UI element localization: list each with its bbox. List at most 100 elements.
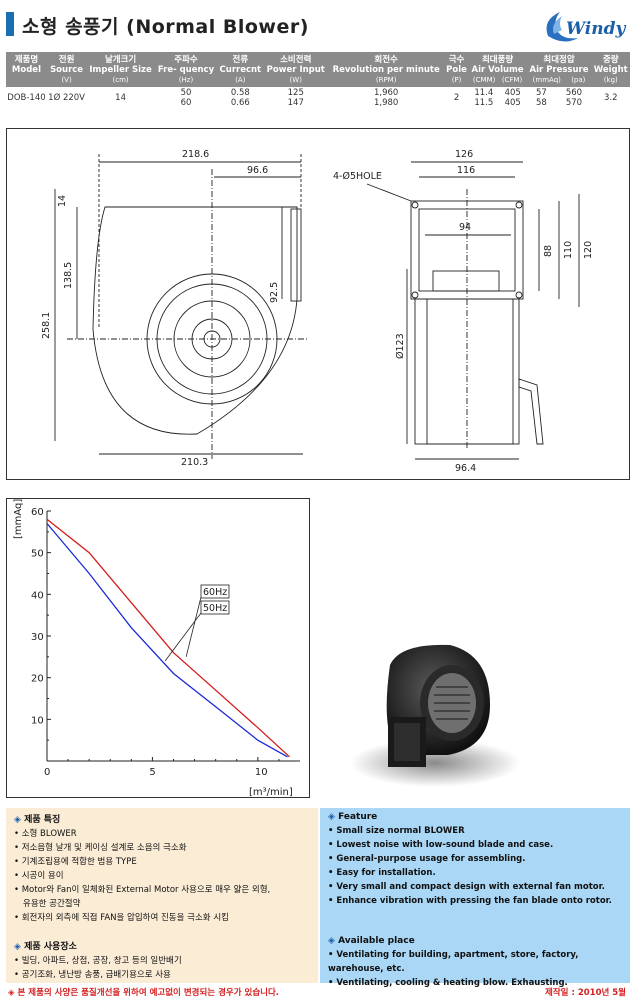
series-label-box [200,584,230,599]
current-50: 0.58 [230,88,250,98]
unit-cmm: (CMM) [472,76,496,84]
x-tick-label: 5 [149,767,155,778]
y-axis-label: [mmAq] [13,499,24,539]
volute-outline [92,206,298,435]
dim-outlet: 92.5 [269,282,280,303]
diamond-icon: ◈ [328,936,335,946]
cell-model: DOB-140 [7,93,46,103]
rpm-60: 1,980 [373,98,399,108]
th-rpm-ko: 회전수 [327,52,445,65]
series-label: 60Hz [203,587,227,598]
th-power-unit: (W) [263,75,328,87]
mount-hole-icon [411,291,419,299]
th-weight-en: Weight [591,65,630,75]
th-source-unit: (V) [46,75,87,87]
list-item: 기계조립용에 적합한 범용 TYPE [14,855,318,869]
current-60: 0.66 [230,98,250,108]
dim-center-height: 138.5 [63,262,74,289]
dim-half-width: 96.6 [247,165,268,176]
features-english: ◈ Feature Small size normal BLOWER Lowes… [320,808,630,988]
side-inner-box [432,270,500,292]
side-motor [426,298,514,445]
dim-126: 126 [455,149,473,160]
list-item: 회전자의 외측에 직접 FAN을 압입하여 진동을 극소화 시킴 [14,911,318,925]
y-tick-label: 30 [31,632,44,643]
dimension-drawing: 218.6 96.6 14 138.5 258.1 92.5 210.3 4-Ø… [6,128,630,480]
blower-photo-icon [350,644,520,787]
features-ko-list: 소형 BLOWER 저소음형 날개 및 케이싱 설계로 소음의 극소화 기계조립… [6,827,318,925]
y-tick-label: 10 [31,715,44,726]
freq-60: 60 [180,98,192,108]
places-ko-heading: ◈ 제품 사용장소 [14,939,318,952]
series-leader-line [164,612,202,662]
x-tick-label: 0 [44,767,50,778]
pa-50: 560 [565,88,583,98]
list-item: 시공이 용이 [14,869,318,883]
footer-note: ◈ 본 제품의 사양은 품질개선을 위하여 예고없이 변경되는 경우가 있습니다… [8,988,280,998]
unit-cfm: (CFM) [501,76,523,84]
diamond-icon: ◈ [14,942,21,952]
list-item: 빌딩, 아파트, 상점, 공장, 창고 등의 일반배기 [14,954,318,968]
list-item: Lowest noise with low-sound blade and ca… [328,838,630,852]
list-item: Motor와 Fan이 일체화된 External Motor 사용으로 매우 … [14,883,318,897]
drawing-canvas: 218.6 96.6 14 138.5 258.1 92.5 210.3 4-Ø… [41,149,594,474]
footer-date: 제작일 : 2010년 5월 [545,988,626,998]
product-photo [340,625,530,795]
windy-logo: Windy [538,6,626,46]
features-korean: ◈ 제품 특징 소형 BLOWER 저소음형 날개 및 케이싱 설계로 소음의 … [6,808,318,983]
features-en-title: Feature [338,812,378,822]
th-pole-ko: 극수 [444,52,469,65]
y-tick-label: 40 [31,590,44,601]
dim-116: 116 [457,165,475,176]
list-item: 저소음형 날개 및 케이싱 설계로 소음의 극소화 [14,841,318,855]
list-item: Very small and compact design with exter… [328,880,630,894]
dim-bottom-side: 96.4 [455,463,476,474]
th-model-en: Model [6,65,47,75]
brand-name: Windy [566,19,626,39]
diamond-icon: ◈ [14,815,21,825]
series-label: 50Hz [203,603,227,614]
places-ko-list: 빌딩, 아파트, 상점, 공장, 창고 등의 일반배기 공기조화, 냉난방 송풍… [6,954,318,982]
mount-hole-icon [515,201,523,209]
list-item: Small size normal BLOWER [328,824,630,838]
th-pole-en: Pole [444,65,469,75]
places-ko-title: 제품 사용장소 [24,942,77,952]
cfm-50: 405 [504,88,521,98]
th-power-en: Power Input [263,65,328,75]
x-tick-label: 10 [255,767,268,778]
dim-overall-height: 258.1 [41,312,52,339]
th-current-ko: 전류 [217,52,264,65]
th-volume-en: Air Volume [468,65,527,75]
places-en-heading: ◈ Available place [328,936,630,946]
list-item: Easy for installation. [328,866,630,880]
features-en-heading: ◈ Feature [328,812,630,822]
dim-120: 120 [583,241,594,259]
th-weight-ko: 중량 [591,52,630,65]
list-item: 유용한 공간절약 [23,899,81,909]
cell-source: 1Ø 220V [48,93,85,103]
spec-table: 제품명 전원 날개크기 주파수 전류 소비전력 회전수 극수 최대풍량 최대정압… [6,52,630,109]
mount-hole-icon [411,201,419,209]
th-pressure-ko: 최대정압 [526,52,592,65]
th-source-ko: 전원 [46,52,87,65]
y-tick-label: 20 [31,674,44,685]
th-model-unit [6,75,47,87]
cable-guide [518,378,544,445]
outlet-flange [290,208,302,302]
series-leader-line [185,596,202,657]
page-title: 소형 송풍기 (Normal Blower) [22,16,309,38]
features-ko-title: 제품 특징 [24,815,61,825]
th-pressure-en: Air Pressure [526,65,592,75]
places-en-title: Available place [338,936,415,946]
list-item: 소형 BLOWER [14,827,318,841]
series-label-box [200,600,230,615]
hole-note: 4-Ø5HOLE [333,171,382,182]
series-line-60hz [46,518,290,758]
